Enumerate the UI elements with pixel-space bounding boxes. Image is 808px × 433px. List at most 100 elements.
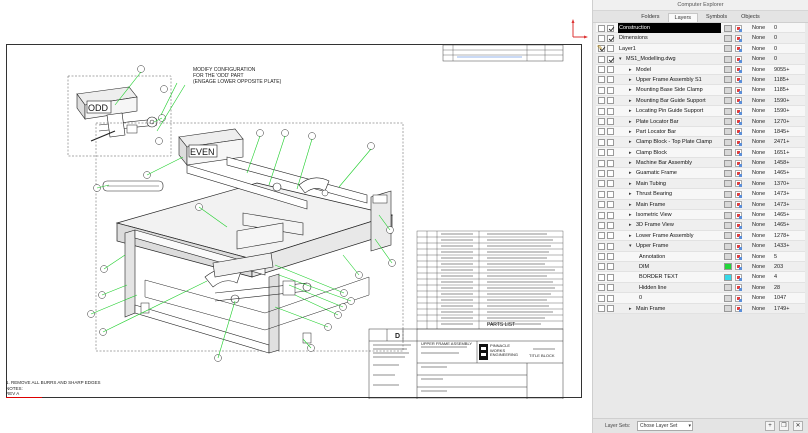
layer-color-swatch[interactable]: [724, 232, 732, 240]
layer-linetype[interactable]: None: [752, 118, 766, 125]
layer-linetype[interactable]: None: [752, 139, 766, 146]
layer-fill-pattern-icon[interactable]: [735, 149, 742, 157]
expanded-chevron-icon[interactable]: ▾: [629, 243, 632, 250]
layer-fill-pattern-icon[interactable]: [735, 97, 742, 105]
layer-name[interactable]: ▾Upper Frame: [618, 241, 721, 251]
layer-fill-pattern-icon[interactable]: [735, 24, 742, 32]
layer-visible-checkbox[interactable]: [598, 294, 605, 302]
layer-linetype[interactable]: None: [752, 201, 766, 208]
layer-color-swatch[interactable]: [724, 180, 732, 188]
layer-name[interactable]: ▸Clamp Block: [618, 148, 721, 158]
layer-name[interactable]: ▸Guamatic Frame: [618, 168, 721, 178]
layer-visible-checkbox[interactable]: [598, 169, 605, 177]
layer-fill-pattern-icon[interactable]: [735, 253, 742, 261]
collapsed-chevron-icon[interactable]: ▸: [629, 170, 632, 177]
tab-objects[interactable]: Objects: [741, 14, 760, 20]
layer-name[interactable]: ▸Upper Frame Assembly S1: [618, 75, 721, 85]
layer-linetype[interactable]: None: [752, 25, 766, 31]
layer-color-swatch[interactable]: [724, 305, 732, 313]
layer-visible-checkbox[interactable]: [598, 128, 605, 136]
layer-editable-checkbox[interactable]: [607, 159, 614, 167]
layer-fill-pattern-icon[interactable]: [735, 273, 742, 281]
layer-visible-checkbox[interactable]: [598, 107, 605, 115]
layer-fill-pattern-icon[interactable]: [735, 66, 742, 74]
layer-editable-checkbox[interactable]: [607, 66, 614, 74]
layer-color-swatch[interactable]: [724, 24, 732, 32]
layer-linetype[interactable]: None: [752, 284, 766, 291]
layer-visible-checkbox[interactable]: [598, 242, 605, 250]
layer-editable-checkbox[interactable]: [607, 128, 614, 136]
layer-name[interactable]: Annotation: [618, 252, 721, 262]
layer-editable-checkbox[interactable]: [607, 305, 614, 313]
collapsed-chevron-icon[interactable]: ▸: [629, 149, 632, 156]
layer-name[interactable]: ▸Mounting Base Side Clamp: [618, 85, 721, 95]
layer-name[interactable]: DIM: [618, 262, 721, 272]
layer-fill-pattern-icon[interactable]: [735, 138, 742, 146]
layer-visible-checkbox[interactable]: [598, 159, 605, 167]
layer-visible-checkbox[interactable]: [598, 221, 605, 229]
layer-name[interactable]: ▾MS1_Modelling.dwg: [618, 54, 721, 64]
layer-visible-checkbox[interactable]: [598, 149, 605, 157]
collapsed-chevron-icon[interactable]: ▸: [629, 201, 632, 208]
tab-symbols[interactable]: Symbols: [706, 14, 728, 20]
layer-color-swatch[interactable]: [724, 107, 732, 115]
layer-visible-checkbox[interactable]: [598, 55, 605, 63]
delete-layer-icon[interactable]: ✕: [793, 421, 803, 431]
layer-name[interactable]: ▸3D Frame View: [618, 220, 721, 230]
layer-visible-checkbox[interactable]: [598, 201, 605, 209]
layer-fill-pattern-icon[interactable]: [735, 305, 742, 313]
layer-color-swatch[interactable]: [724, 97, 732, 105]
layer-name[interactable]: ▸Lower Frame Assembly: [618, 231, 721, 241]
layer-color-swatch[interactable]: [724, 55, 732, 63]
layer-visible-checkbox[interactable]: [598, 138, 605, 146]
layer-name[interactable]: 0: [618, 293, 721, 303]
layer-editable-checkbox[interactable]: [607, 263, 614, 271]
layer-name[interactable]: ▸Plate Locator Bar: [618, 117, 721, 127]
tab-layers[interactable]: Layers: [667, 13, 699, 22]
layer-linetype[interactable]: None: [752, 35, 766, 42]
collapsed-chevron-icon[interactable]: ▸: [629, 76, 632, 83]
layer-color-swatch[interactable]: [724, 273, 732, 281]
layer-editable-checkbox[interactable]: [607, 242, 614, 250]
layer-linetype[interactable]: None: [752, 222, 766, 229]
collapsed-chevron-icon[interactable]: ▸: [629, 232, 632, 239]
layer-name[interactable]: ▸Locating Pin Guide Support: [618, 106, 721, 116]
layer-name[interactable]: ▸Main Tubing: [618, 179, 721, 189]
layer-visible-checkbox[interactable]: [598, 190, 605, 198]
layer-fill-pattern-icon[interactable]: [735, 159, 742, 167]
layer-editable-checkbox[interactable]: [607, 138, 614, 146]
layer-color-swatch[interactable]: [724, 211, 732, 219]
layer-linetype[interactable]: None: [752, 232, 766, 239]
layer-color-swatch[interactable]: [724, 149, 732, 157]
layer-editable-checkbox[interactable]: [607, 190, 614, 198]
layer-visible-checkbox[interactable]: [598, 76, 605, 84]
layer-editable-checkbox[interactable]: [607, 180, 614, 188]
layer-name[interactable]: Construction: [618, 23, 721, 33]
layer-editable-checkbox[interactable]: [607, 45, 614, 53]
layer-visible-checkbox[interactable]: [598, 97, 605, 105]
layer-visible-checkbox[interactable]: [598, 305, 605, 313]
layer-fill-pattern-icon[interactable]: [735, 128, 742, 136]
layer-linetype[interactable]: None: [752, 305, 766, 312]
layer-linetype[interactable]: None: [752, 263, 766, 270]
layer-name[interactable]: Layer1: [618, 44, 721, 54]
layer-editable-checkbox[interactable]: [607, 253, 614, 261]
layer-name[interactable]: ▸Clamp Block - Top Plate Clamp: [618, 137, 721, 147]
layer-color-swatch[interactable]: [724, 169, 732, 177]
layer-editable-checkbox[interactable]: [607, 107, 614, 115]
layer-color-swatch[interactable]: [724, 66, 732, 74]
